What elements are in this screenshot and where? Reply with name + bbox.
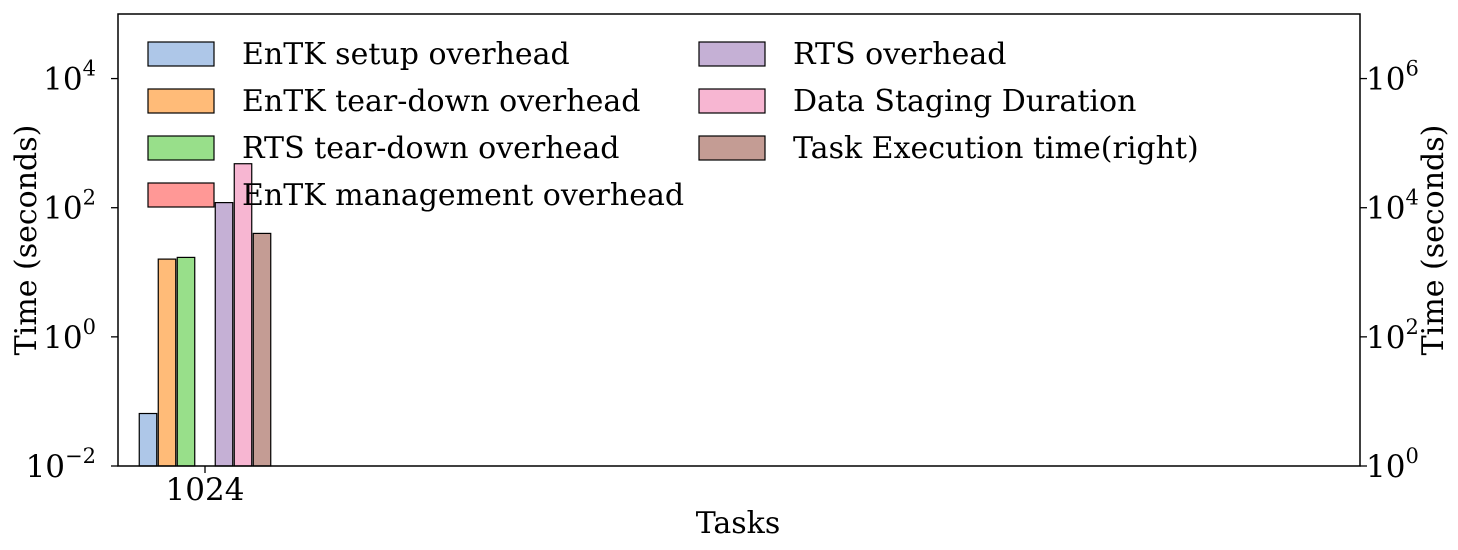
legend-swatch-entk-tear-down-overhead [147,88,215,114]
left-tick-label: 102 [43,186,96,227]
x-axis-label: Tasks [696,506,781,541]
plot-frame [117,13,1361,467]
x-axis: 1024 [166,466,245,508]
right-tick-label: 102 [1366,315,1419,356]
legend-label-data-staging-duration: Data Staging Duration [793,84,1136,119]
legend-swatch-entk-management-overhead [147,182,215,208]
bar-entk-setup-overhead [138,412,158,467]
legend-label-task-execution-time-right: Task Execution time(right) [793,131,1199,166]
legend-swatch-entk-setup-overhead [147,41,215,67]
legend-swatch-task-execution-time-right [698,135,766,161]
left-tick-label: 10−2 [26,444,96,485]
legend-swatch-rts-tear-down-overhead [147,135,215,161]
legend-label-rts-tear-down-overhead: RTS tear-down overhead [242,131,619,166]
bar-rts-overhead [214,202,234,467]
legend-label-entk-setup-overhead: EnTK setup overhead [242,37,570,72]
legend-label-entk-management-overhead: EnTK management overhead [242,178,684,213]
left-tick-label: 100 [43,315,96,356]
legend-label-entk-tear-down-overhead: EnTK tear-down overhead [242,84,640,119]
bars-layer [138,163,272,467]
right-tick-label: 104 [1366,186,1419,227]
legend-label-rts-overhead: RTS overhead [793,37,1006,72]
y-axis-label-left: Time (seconds) [9,125,44,356]
x-tick-label: 1024 [166,472,245,508]
left-tick-label: 104 [43,57,96,98]
right-tick-label: 100 [1366,444,1419,485]
y-axis-label-right: Time (seconds) [1416,125,1451,356]
right-axis: 100 102 104 106 [1360,57,1419,485]
bar-task-execution-time-right [252,232,272,467]
bar-rts-tear-down-overhead [176,256,196,467]
legend-swatch-data-staging-duration [698,88,766,114]
bar-entk-tear-down-overhead [157,258,177,467]
left-axis: 10−2 100 102 104 [26,57,118,485]
right-tick-label: 106 [1366,57,1419,98]
legend-swatch-rts-overhead [698,41,766,67]
